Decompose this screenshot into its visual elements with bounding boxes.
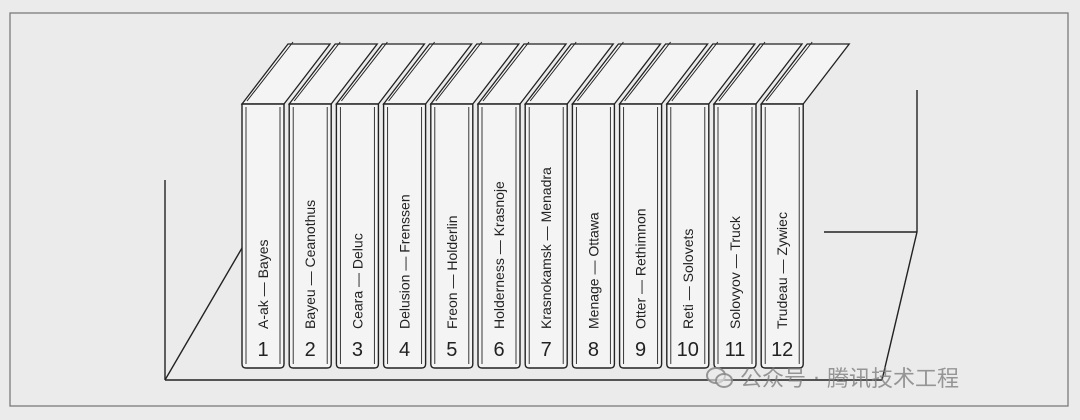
book-number: 6: [493, 339, 504, 361]
book-title: Menage — Ottawa: [585, 212, 601, 329]
book: Otter — Rethimnon 9: [618, 41, 709, 369]
book-number: 7: [541, 339, 552, 361]
book-top-edge: [435, 41, 483, 102]
book-top-edge: [293, 41, 341, 102]
book: A-ak — Bayes 1: [240, 41, 332, 369]
book-spine: [666, 103, 710, 369]
book-top-edge: [529, 41, 577, 102]
book: Krasnokamsk — Menadra 7: [523, 41, 615, 369]
book-title: Krasnokamsk — Menadra: [538, 167, 554, 329]
book: Delusion — Frenssen 4: [382, 41, 473, 369]
book-number: 8: [588, 339, 599, 361]
book: Freon — Holderlin 5: [429, 41, 521, 369]
book-spine: [430, 103, 474, 369]
books: A-ak — Bayes 1 Bayeu — Ceanothus 2 Ceara — D…: [240, 41, 851, 369]
book-top-edge: [577, 41, 624, 102]
book-number: 9: [635, 339, 646, 361]
book: Bayeu — Ceanothus 2: [287, 41, 379, 369]
shelf-base-left-edge: [164, 247, 243, 381]
book-top-edge: [388, 41, 435, 102]
book: Ceara — Deluc 3: [335, 41, 426, 369]
book-title: Reti — Solovets: [680, 229, 696, 329]
book-top-edge: [671, 41, 719, 102]
book-title: Freon — Holderlin: [444, 215, 460, 329]
book-spine: [288, 103, 332, 369]
watermark-text: 公众号 · 腾讯技术工程: [740, 367, 959, 392]
book-spine: [524, 103, 568, 369]
book-number: 5: [446, 339, 457, 361]
book-number: 10: [677, 339, 699, 361]
book: Trudeau — Zywiec 12: [759, 41, 851, 369]
book-title: Delusion — Frenssen: [397, 194, 413, 329]
wechat-icon: [706, 365, 734, 389]
book-title: Bayeu — Ceanothus: [302, 200, 318, 329]
book-title: Otter — Rethimnon: [633, 208, 649, 329]
book-number: 1: [257, 339, 268, 361]
book-spine: [760, 103, 804, 369]
book: Solovyov — Truck 11: [712, 41, 804, 369]
book-number: 11: [725, 339, 746, 361]
book-title: Ceara — Deluc: [349, 233, 365, 329]
book-title: Trudeau — Zywiec: [774, 212, 790, 329]
book: Menage — Ottawa 8: [571, 41, 662, 369]
book-title: Holderness — Krasnoje: [491, 181, 507, 329]
book-number: 4: [399, 339, 410, 361]
book-number: 2: [305, 339, 316, 361]
book-top-edge: [341, 41, 388, 102]
book-title: Solovyov — Truck: [727, 215, 743, 329]
book: Holderness — Krasnoje 6: [476, 41, 568, 369]
book-title: A-ak — Bayes: [255, 240, 271, 329]
watermark: 公众号 · 腾讯技术工程: [706, 361, 959, 393]
book-spine: [382, 103, 427, 369]
book-spine: [335, 103, 380, 369]
book-spine: [477, 103, 521, 369]
book-spine: [241, 103, 285, 369]
shelf: [164, 90, 918, 381]
book-spine: [713, 103, 757, 369]
book-top-edge: [624, 41, 671, 102]
book-top-edge: [765, 41, 813, 102]
book-number: 12: [771, 339, 793, 361]
book-top-edge: [482, 41, 530, 102]
book-number: 3: [352, 339, 363, 361]
shelf-base-right-edge: [881, 231, 918, 381]
book-top-edge: [246, 41, 294, 102]
book: Reti — Solovets 10: [665, 41, 757, 369]
book-spine: [571, 103, 616, 369]
book-top-edge: [718, 41, 766, 102]
book-spine: [618, 103, 663, 369]
figure-frame: [9, 12, 1069, 407]
